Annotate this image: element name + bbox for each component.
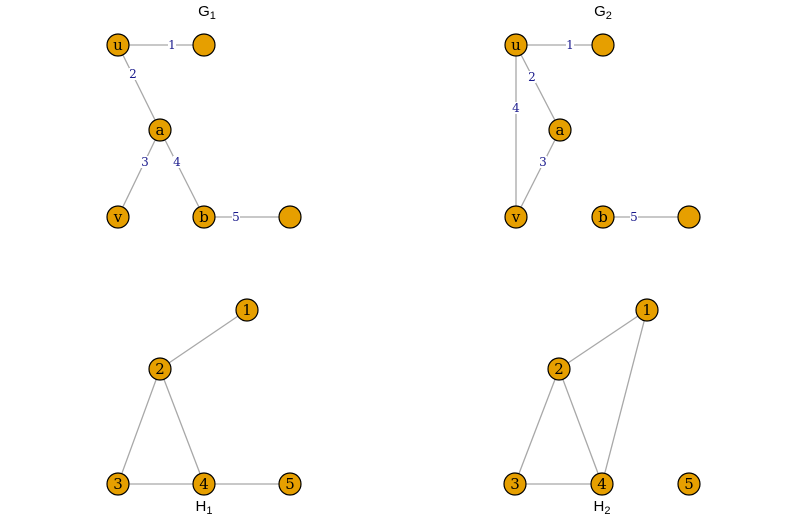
node-label-4: 4 <box>597 475 607 493</box>
node-label-u: u <box>511 36 521 54</box>
edge-label-bg <box>168 39 176 51</box>
node-v <box>504 205 528 229</box>
graph-title-main: H <box>594 498 605 515</box>
edge-label-bg <box>232 211 240 223</box>
node-3 <box>106 472 130 496</box>
node-n1 <box>591 33 615 57</box>
graph-title-subscript: 2 <box>606 10 612 22</box>
edge-2-1 <box>558 309 648 370</box>
node-n2 <box>677 205 701 229</box>
node-a <box>148 118 172 142</box>
edge-2-4 <box>558 368 603 485</box>
edge-label-b-n2: 5 <box>630 210 638 224</box>
node-3 <box>503 472 527 496</box>
node-b <box>591 205 615 229</box>
node-4 <box>590 472 614 496</box>
edge-a-b <box>159 129 205 218</box>
node-label-b: b <box>199 208 209 226</box>
node-1 <box>635 298 659 322</box>
graph-title-g2: G2 <box>594 3 612 22</box>
edge-label-a-b: 4 <box>173 155 181 169</box>
node-label-v: v <box>113 208 123 226</box>
edge-u-a <box>515 44 561 131</box>
edge-label-a-v: 3 <box>141 155 149 169</box>
edge-label-bg <box>141 156 149 168</box>
edge-2-1 <box>159 309 248 370</box>
node-2 <box>547 357 571 381</box>
edge-label-bg <box>173 156 181 168</box>
graph-title-subscript: 1 <box>206 505 212 517</box>
edge-label-u-a: 2 <box>528 70 536 84</box>
node-4 <box>192 472 216 496</box>
node-u <box>504 33 528 57</box>
edge-u-a <box>117 44 161 131</box>
edge-label-b-n2: 5 <box>232 210 240 224</box>
node-label-4: 4 <box>199 475 209 493</box>
node-n2 <box>278 205 302 229</box>
edge-label-bg <box>512 102 520 114</box>
edge-label-bg <box>630 211 638 223</box>
node-label-1: 1 <box>642 301 652 319</box>
edge-2-3 <box>117 368 161 485</box>
graph-title-main: H <box>196 498 207 515</box>
node-label-u: u <box>113 36 123 54</box>
edge-1-4 <box>601 309 648 485</box>
node-2 <box>148 357 172 381</box>
graph-title-h1: H1 <box>196 498 213 517</box>
node-label-5: 5 <box>684 475 694 493</box>
edge-label-bg <box>129 68 137 80</box>
node-label-3: 3 <box>113 475 123 493</box>
graph-title-main: G <box>198 3 210 20</box>
edge-label-bg <box>528 71 536 83</box>
node-label-1: 1 <box>242 301 252 319</box>
node-label-b: b <box>598 208 608 226</box>
edge-label-u-n1: 1 <box>566 38 574 52</box>
node-5 <box>677 472 701 496</box>
node-label-2: 2 <box>554 360 564 378</box>
edge-label-a-v: 3 <box>539 155 547 169</box>
graph-title-main: G <box>594 3 606 20</box>
edge-a-v <box>117 129 161 218</box>
graph-title-h2: H2 <box>594 498 611 517</box>
node-1 <box>235 298 259 322</box>
edge-label-bg <box>539 156 547 168</box>
edge-label-bg <box>566 39 574 51</box>
node-label-a: a <box>556 121 565 139</box>
edge-2-4 <box>159 368 205 485</box>
graph-title-subscript: 2 <box>604 505 610 517</box>
edge-label-u-a: 2 <box>129 67 137 81</box>
node-5 <box>278 472 302 496</box>
node-label-a: a <box>156 121 165 139</box>
graph-title-g1: G1 <box>198 3 216 22</box>
edge-a-v <box>515 129 561 218</box>
edge-label-u-v: 4 <box>512 101 520 115</box>
node-u <box>106 33 130 57</box>
node-v <box>106 205 130 229</box>
node-b <box>192 205 216 229</box>
node-label-2: 2 <box>155 360 165 378</box>
node-a <box>548 118 572 142</box>
node-label-5: 5 <box>285 475 295 493</box>
graph-title-subscript: 1 <box>210 10 216 22</box>
node-n1 <box>192 33 216 57</box>
edge-2-3 <box>514 368 560 485</box>
node-label-3: 3 <box>510 475 520 493</box>
node-label-v: v <box>511 208 521 226</box>
edge-label-u-n1: 1 <box>168 38 176 52</box>
